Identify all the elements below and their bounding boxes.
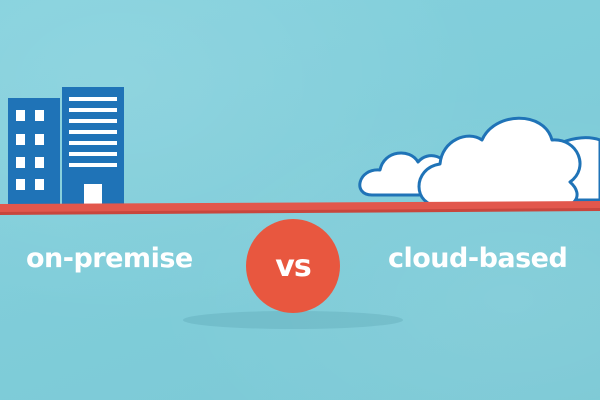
cloud-based-label: cloud-based (388, 243, 568, 274)
seesaw-plank (0, 201, 600, 215)
cloud-icon (358, 116, 600, 209)
fulcrum-shadow (183, 311, 403, 329)
on-premise-label: on-premise (26, 243, 193, 274)
vs-label: vs (275, 248, 311, 284)
vs-badge: vs (246, 219, 340, 313)
office-building-icon (8, 87, 124, 208)
